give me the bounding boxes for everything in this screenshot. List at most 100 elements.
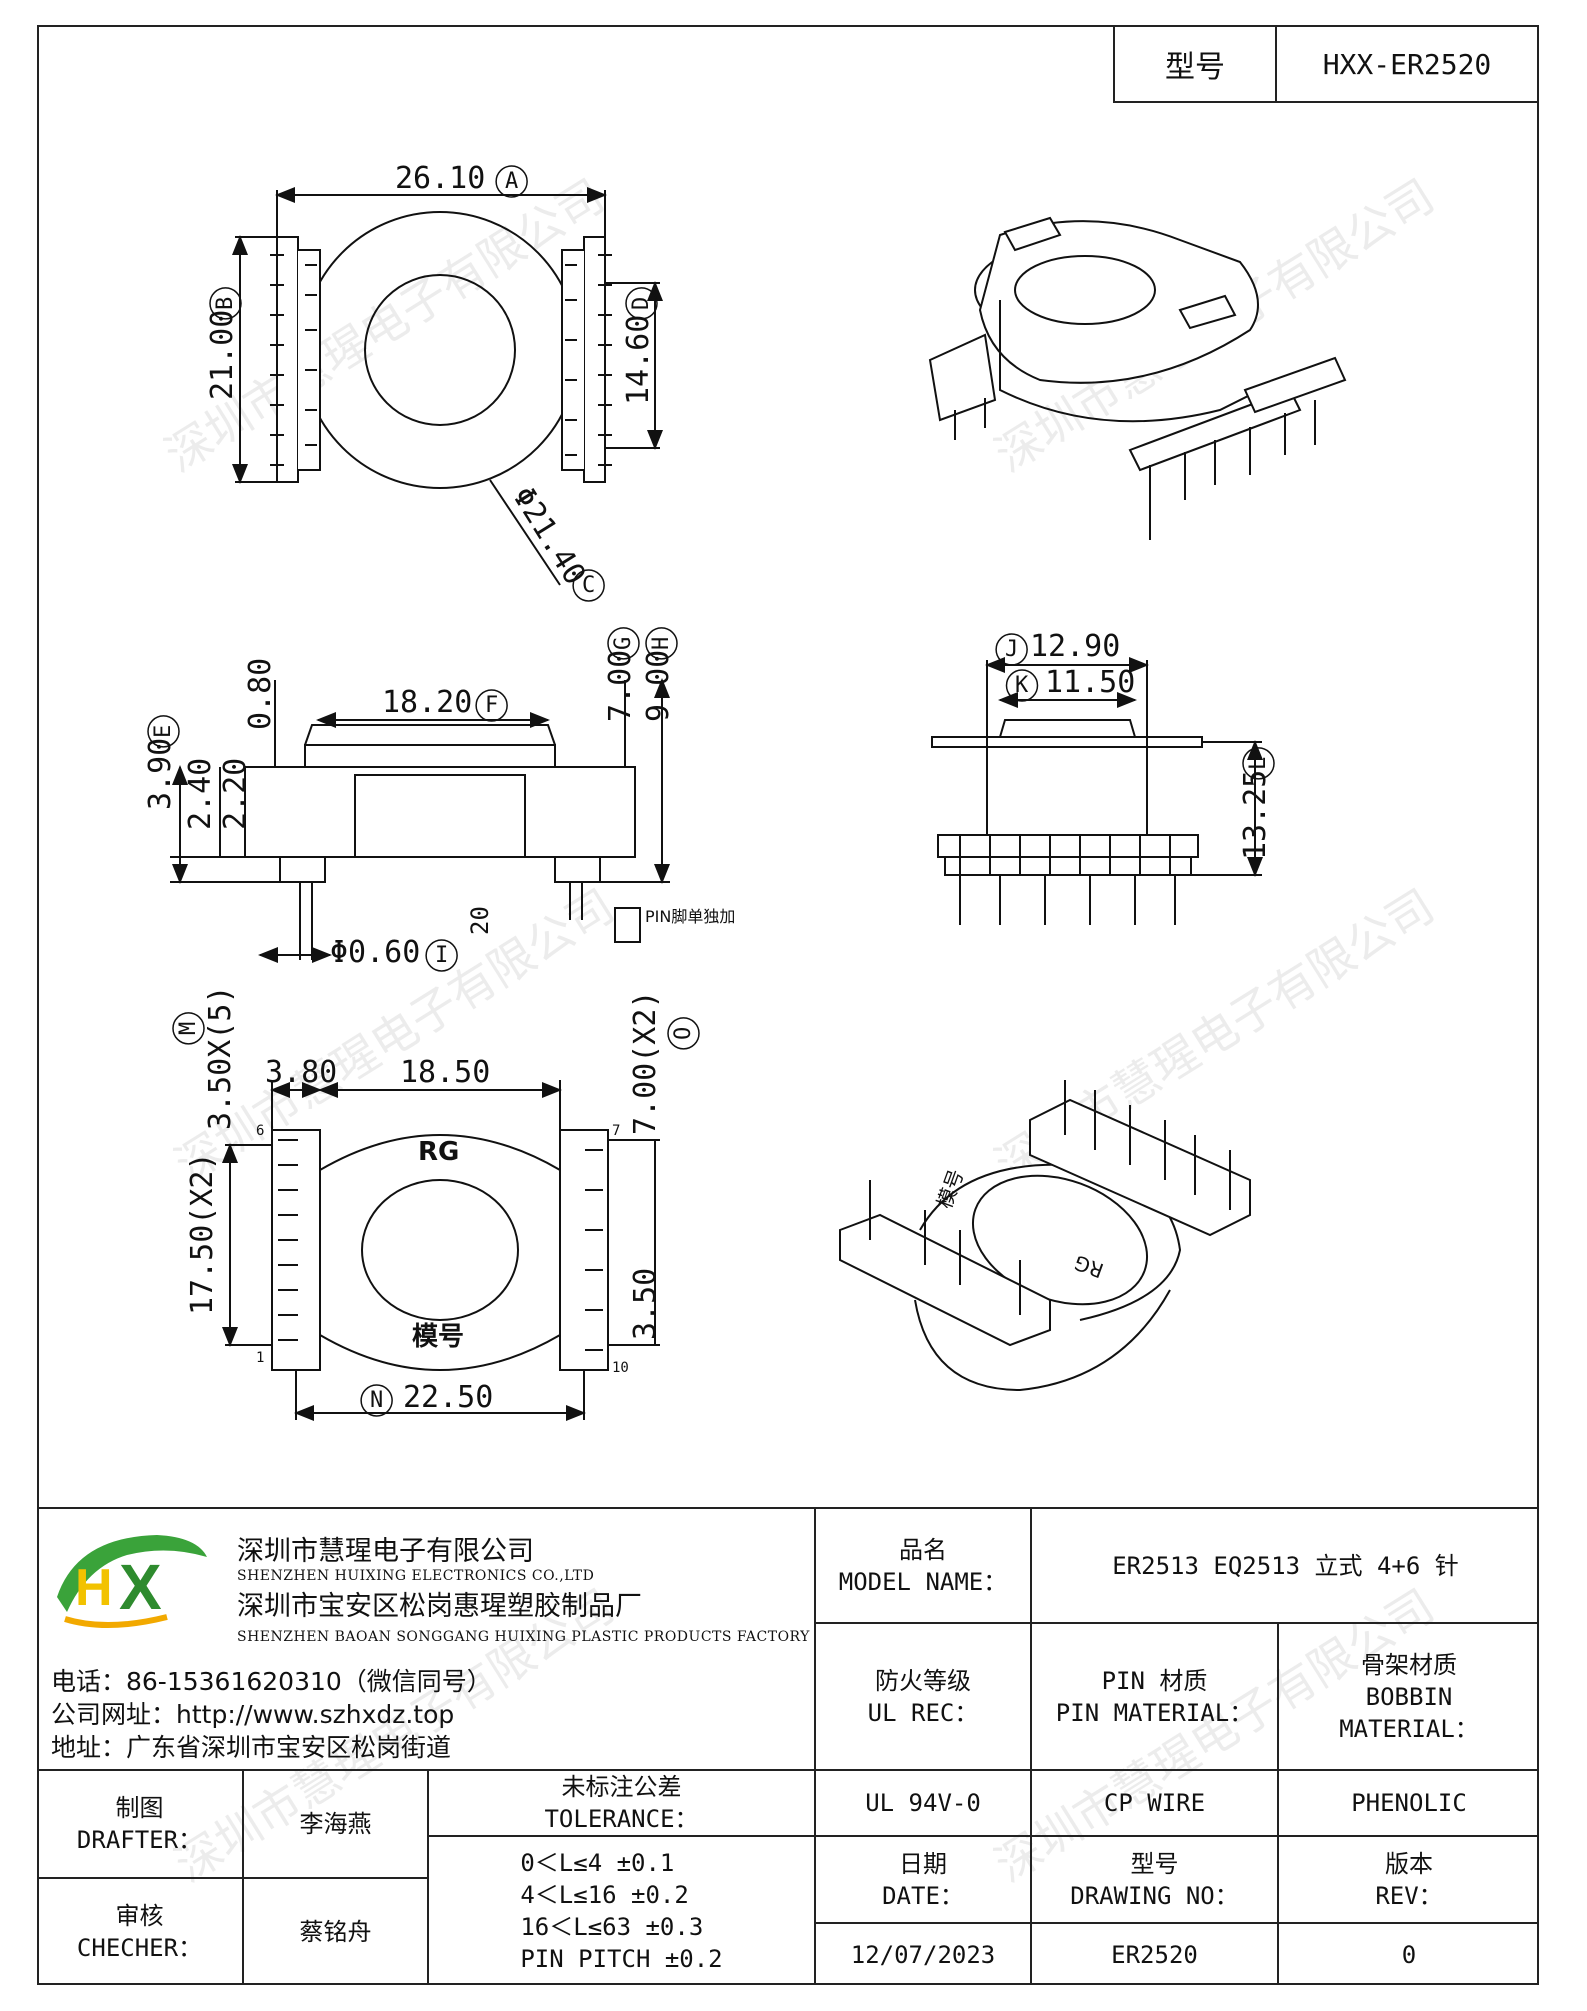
tolerance-values: 0＜L≤4 ±0.1 4＜L≤16 ±0.2 16＜L≤63 ±0.3 PIN … [429,1837,814,1985]
dim-350: 3.50 [628,1268,663,1340]
tolerance-label: 未标注公差 TOLERANCE： [429,1771,814,1835]
drafter-cn: 制图 [115,1794,164,1822]
dim-20: 20 [466,906,494,935]
pin-material-label: PIN 材质 PIN MATERIAL： [1032,1624,1277,1769]
dim-tag-o: O [671,1027,696,1040]
fire-rating-label: 防火等级 UL REC： [816,1624,1030,1769]
bobbin-mark-mold: 模号 [412,1322,464,1352]
pin-label-6: 6 [256,1123,264,1139]
model-label: 型号 [1115,27,1277,101]
dim-top-height: 21.00 [205,310,240,400]
model-value: HXX-ER2520 [1322,47,1492,81]
dim-390: 3.90 [143,738,178,810]
dim-2250: 22.50 [403,1380,493,1415]
rev-en: REV： [1375,1881,1443,1910]
rev-cn: 版本 [1385,1849,1433,1878]
factory-name-cn: 深圳市宝安区松岗惠瑆塑胶制品厂 [237,1591,642,1622]
drawing-frame [37,25,1539,1985]
dim-tag-e: E [151,725,176,738]
fire-en: UL REC： [867,1698,979,1727]
dim-tag-circle [147,715,180,748]
dim-front-w2: 11.50 [1045,665,1135,700]
dim-tag-l: L [1246,757,1271,770]
top-view [232,187,663,586]
bobbin-cn: 骨架材质 [1361,1650,1457,1679]
model-name-text: ER2513 EQ2513 立式 4+6 针 [1112,1551,1459,1580]
fire-value: UL 94V-0 [865,1789,981,1817]
date-value: 12/07/2023 [850,1940,996,1969]
dim-front-w1: 12.90 [1030,629,1120,664]
dim-220: 2.20 [218,758,253,830]
model-name-label: 品名 MODEL NAME： [816,1509,1030,1622]
checker-name: 蔡铭舟 [299,1918,372,1946]
dim-tag-circle [425,939,458,972]
dim-tag-k: K [1015,673,1029,698]
company-name-cn: 深圳市慧瑆电子有限公司 [237,1536,534,1567]
iso-view-bottom [839,1080,1251,1392]
dim-tag-a: A [505,169,518,194]
core-hole [364,274,516,426]
model-name-en: MODEL NAME： [838,1567,1008,1596]
pin-label-1: 1 [256,1350,264,1366]
date-label: 日期 DATE： [816,1837,1030,1922]
dim-tag-d: D [629,297,654,310]
model-name-value: ER2513 EQ2513 立式 4+6 针 [1032,1509,1539,1622]
drawing-en: DRAWING NO： [1070,1881,1239,1910]
address-line: 地址：广东省深圳市宝安区松岗街道 [51,1733,452,1762]
tolerance-row: 16＜L≤63 ±0.3 [520,1913,704,1941]
dim-tag-g: G [611,637,636,650]
dim-pin-span: 14.60 [621,315,656,405]
logo-swoosh [57,1535,207,1612]
dim-tag-circle [1005,669,1039,702]
logo-letter-x: X [119,1551,162,1623]
company-name-en: SHENZHEN HUIXING ELECTRONICS CO.,LTD [237,1568,595,1584]
date-cn: 日期 [899,1849,947,1878]
dim-tag-m: M [176,1022,201,1035]
rev-value: 0 [1401,1940,1417,1969]
drawing-no-value: ER2520 [1111,1940,1198,1969]
dim-tag-circle [1242,747,1275,780]
pin-label-10: 10 [612,1360,629,1376]
dim-tag-n: N [370,1388,383,1413]
dim-tag-circle [495,165,528,198]
dim-tag-c: C [582,573,595,598]
factory-name-en: SHENZHEN BAOAN SONGGANG HUIXING PLASTIC … [237,1629,810,1645]
iso-view-top [928,216,1347,540]
dim-front-h: 13.25 [1238,770,1273,860]
title-block: H X 深圳市慧瑆电子有限公司 SHENZHEN HUIXING ELECTRO… [37,1507,1539,1985]
flange-circle [301,211,579,489]
dim-tag-circle [645,627,678,660]
technical-drawing: 26.10 A 21.00 B 14.60 D Φ21.40 C 18.20 F… [143,161,1347,1421]
bobbin-value: PHENOLIC [1351,1789,1467,1817]
website-line: 公司网址：http://www.szhxdz.top [51,1700,455,1729]
dim-tag-circle [172,1012,205,1045]
dim-tag-circle [625,287,658,320]
checker-label: 审核 CHECHER： [37,1879,242,1985]
dim-tag-i: I [435,943,448,968]
bobbin-mark-rg: RG [418,1137,459,1167]
dim-tag-circle [572,569,605,602]
dim-tag-j: J [1005,637,1018,662]
dim-350x5: 3.50X(5) [203,986,238,1131]
tolerance-row: PIN PITCH ±0.2 [520,1945,723,1973]
dim-240: 2.40 [183,758,218,830]
dim-1750x2: 17.50(X2) [185,1152,220,1315]
date-en: DATE： [882,1881,964,1910]
model-header-box: 型号 HXX-ER2520 [1113,25,1539,103]
dim-tag-b: B [213,297,238,310]
pin-value: CP WIRE [1103,1789,1206,1817]
tolerance-en: TOLERANCE： [544,1805,699,1833]
checker-en: CHECHER： [76,1934,203,1962]
tolerance-row: 4＜L≤16 ±0.2 [520,1881,689,1909]
dim-tag-circle [360,1384,393,1417]
dim-top-width: 26.10 [395,161,485,196]
dim-700x2: 7.00(X2) [628,991,663,1136]
company-logo: H X [57,1535,207,1629]
bobbin-en1: BOBBIN [1365,1682,1453,1711]
company-info: 深圳市慧瑆电子有限公司 SHENZHEN HUIXING ELECTRONICS… [237,1529,810,1645]
dim-tag-circle [995,633,1028,666]
drawing-no-label: 型号 DRAWING NO： [1032,1837,1277,1922]
drafter-label: 制图 DRAFTER： [37,1771,242,1877]
fire-cn: 防火等级 [875,1666,971,1695]
pin-cn: PIN 材质 [1101,1666,1208,1695]
